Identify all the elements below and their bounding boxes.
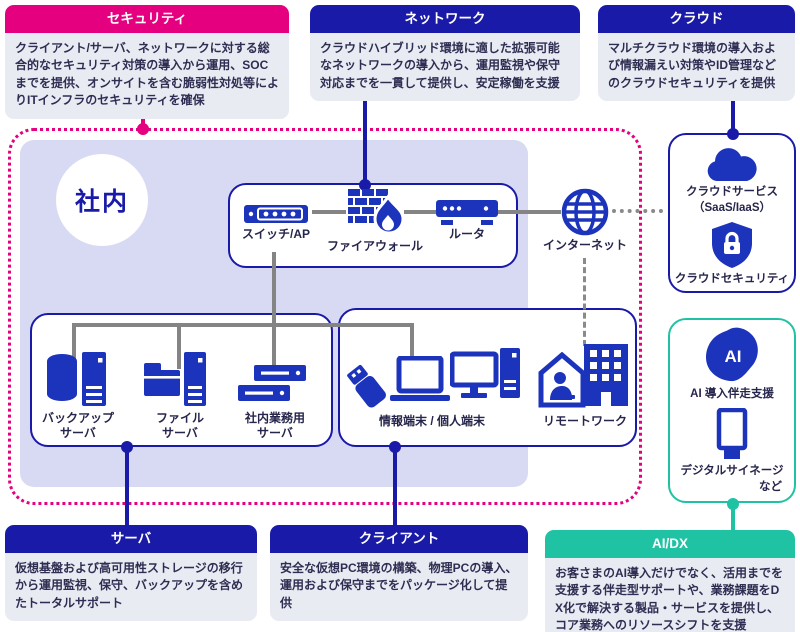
line-internet-remote-dashed (583, 258, 586, 346)
card-server-title: サーバ (5, 525, 257, 553)
switch-icon (244, 205, 308, 223)
remote-building-icon (584, 344, 628, 406)
card-security-title: セキュリティ (5, 5, 289, 33)
internal-server-label-line1: 社内業務用 (244, 411, 305, 425)
cloud-connector-line (731, 100, 735, 136)
svg-text:AI: AI (725, 347, 742, 366)
backup-server-label: バックアップサーバ (32, 411, 124, 441)
switch-label: スイッチ/AP (241, 227, 310, 241)
firewall-icon (348, 189, 404, 237)
cloud-service-label: クラウドサービス (686, 186, 778, 198)
network-connector-dot (359, 179, 371, 191)
network-equipment-box (228, 183, 518, 268)
card-network-body: クラウドハイブリッド環境に適した拡張可能なネットワークの導入から、運用監視や保守… (310, 33, 580, 102)
card-network-title: ネットワーク (310, 5, 580, 33)
firewall-label: ファイアウォール (326, 239, 423, 253)
client-card-connector-line (393, 447, 397, 525)
card-aidx-body: お客さまのAI導入だけでなく、活用までを支援する伴走型サポートや、業務課題をDX… (545, 558, 795, 632)
cloud-security-shield-icon (712, 222, 752, 268)
backup-server-icon (46, 350, 108, 408)
internal-zone-label: 社内 (56, 154, 148, 246)
digital-signage-label: デジタルサイネージ (680, 465, 784, 477)
server-card-connector-line (125, 447, 129, 525)
backup-server-label-line1: バックアップ (41, 411, 114, 425)
internal-server-label: 社内業務用サーバ (229, 411, 321, 441)
card-cloud-title: クラウド (598, 5, 795, 33)
file-server-label: ファイルサーバ (134, 411, 226, 441)
desktop-pc-icon (450, 348, 520, 404)
router-label: ルータ (448, 227, 485, 241)
remote-house-icon (538, 352, 586, 408)
card-cloud: クラウド マルチクラウド環境の導入および情報漏えい対策やID管理などのクラウドセ… (598, 5, 795, 102)
security-connector-dot (137, 123, 149, 135)
card-client: クライアント 安全な仮想PC環境の構築、物理PCの導入、運用および保守までをパッ… (270, 525, 528, 622)
card-server: サーバ 仮想基盤および高可用性ストレージの移行から運用監視、保守、バックアップを… (5, 525, 257, 622)
signage-etc-label: など (759, 481, 782, 493)
card-client-body: 安全な仮想PC環境の構築、物理PCの導入、運用および保守までをパッケージ化して提… (270, 553, 528, 622)
ai-support-label: AI 導入伴走支援 (690, 388, 774, 400)
card-security-body: クライアント/サーバ、ネットワークに対する総合的なセキュリティ対策の導入から運用… (5, 33, 289, 119)
remote-work-label: リモートワーク (542, 414, 627, 428)
backup-server-label-line2: サーバ (60, 426, 96, 440)
line-switch-firewall (312, 210, 346, 214)
line-firewall-router (404, 210, 436, 214)
internet-label: インターネット (542, 238, 627, 252)
card-server-body: 仮想基盤および高可用性ストレージの移行から運用監視、保守、バックアップを含めたト… (5, 553, 257, 622)
cloud-icon (705, 147, 759, 183)
card-network: ネットワーク クラウドハイブリッド環境に適した拡張可能なネットワークの導入から、… (310, 5, 580, 102)
network-connector-line (363, 100, 367, 186)
card-aidx: AI/DX お客さまのAI導入だけでなく、活用までを支援する伴走型サポートや、業… (545, 530, 795, 632)
client-card-connector-dot (389, 441, 401, 453)
router-icon (436, 200, 498, 226)
card-security: セキュリティ クライアント/サーバ、ネットワークに対する総合的なセキュリティ対策… (5, 5, 289, 119)
line-bus-devices (410, 323, 414, 359)
internal-server-label-line2: サーバ (257, 426, 293, 440)
lan-bus-line (72, 323, 414, 327)
aidx-card-connector-dot (727, 498, 739, 510)
internet-globe-icon (561, 188, 609, 236)
card-client-title: クライアント (270, 525, 528, 553)
server-card-connector-dot (121, 441, 133, 453)
file-server-icon (144, 350, 206, 408)
file-server-label-line1: ファイル (155, 411, 204, 425)
card-aidx-title: AI/DX (545, 530, 795, 558)
file-server-label-line2: サーバ (162, 426, 198, 440)
internal-zone-dashed-border (8, 128, 642, 505)
cloud-security-label: クラウドセキュリティ (674, 273, 790, 285)
line-internet-cloudservice-dotted (612, 209, 663, 213)
usb-drive-icon (342, 362, 392, 412)
card-cloud-body: マルチクラウド環境の導入および情報漏えい対策やID管理などのクラウドセキュリティ… (598, 33, 795, 102)
line-router-internet (495, 210, 561, 214)
devices-label: 情報端末 / 個人端末 (378, 414, 485, 428)
ai-blob-icon: AI (702, 326, 764, 384)
cloud-connector-dot (727, 128, 739, 140)
aidx-card-connector-line (731, 500, 735, 530)
line-bus-file (177, 323, 181, 369)
line-bus-backup (72, 323, 76, 369)
digital-signage-icon (716, 408, 748, 460)
laptop-icon (390, 356, 450, 402)
cloud-service-sub-label: （SaaS/IaaS） (693, 202, 771, 214)
internal-server-icon (238, 365, 306, 405)
line-switch-to-bus (272, 252, 276, 368)
